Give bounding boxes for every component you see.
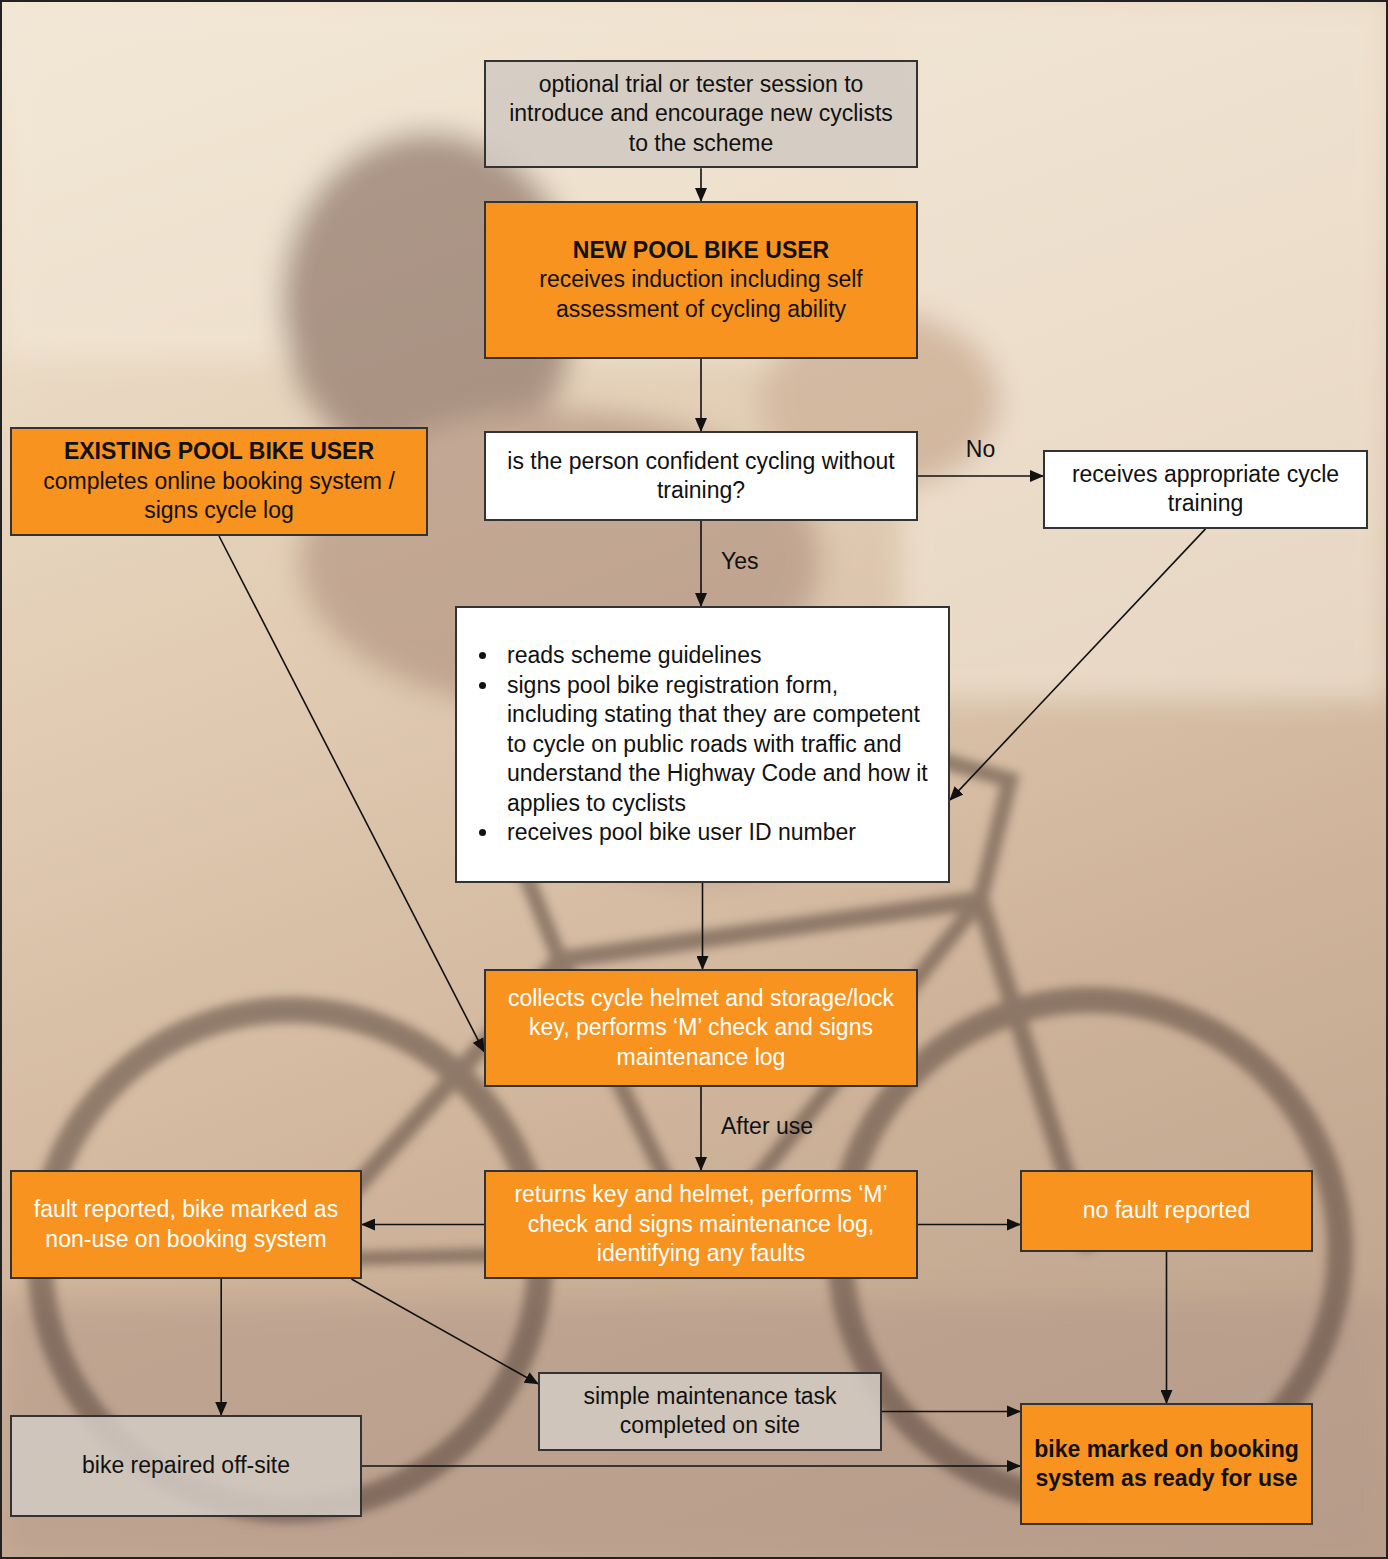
flow-arrow xyxy=(362,1465,1020,1467)
box-text: receives appropriate cycle training xyxy=(1057,460,1354,519)
flow-arrow xyxy=(882,1411,1020,1413)
flow-arrow xyxy=(351,1279,538,1384)
box-text: receives pool bike user ID number xyxy=(507,819,856,845)
process-box: returns key and helmet, performs ‘M’ che… xyxy=(484,1170,918,1279)
bullet-dot xyxy=(479,829,486,836)
process-box: fault reported, bike marked as non-use o… xyxy=(10,1170,362,1279)
flow-arrow xyxy=(918,475,1043,477)
decision-box: is the person confident cycling without … xyxy=(484,431,918,521)
box-text: bike repaired off-site xyxy=(24,1451,348,1480)
flow-arrow xyxy=(1166,1252,1168,1403)
process-box: collects cycle helmet and storage/lock k… xyxy=(484,969,918,1087)
flow-arrow xyxy=(918,1224,1020,1226)
flow-arrow xyxy=(219,536,484,1052)
flow-arrow xyxy=(362,1224,484,1226)
bullet-item: signs pool bike registration form, inclu… xyxy=(473,671,934,818)
box-text: receives induction including self assess… xyxy=(498,265,904,324)
flow-arrow xyxy=(700,1087,702,1170)
box-heading: EXISTING POOL BIKE USER xyxy=(24,437,414,466)
edge-label: No xyxy=(966,436,995,464)
flow-arrow xyxy=(700,359,702,431)
box-text: optional trial or tester session to intr… xyxy=(498,70,904,158)
user-box: NEW POOL BIKE USERreceives induction inc… xyxy=(484,201,918,359)
box-text: signs pool bike registration form, inclu… xyxy=(507,672,928,816)
box-text: simple maintenance task completed on sit… xyxy=(552,1382,868,1441)
process-box: bike repaired off-site xyxy=(10,1415,362,1517)
bullet-dot xyxy=(479,652,486,659)
bullet-item: reads scheme guidelines xyxy=(473,641,934,670)
box-text: is the person confident cycling without … xyxy=(498,447,904,506)
end-box: bike marked on booking system as ready f… xyxy=(1020,1403,1313,1525)
box-heading: NEW POOL BIKE USER xyxy=(498,236,904,265)
edge-label: After use xyxy=(721,1113,813,1141)
steps-box: reads scheme guidelines signs pool bike r… xyxy=(455,606,950,883)
flow-arrow xyxy=(220,1279,222,1415)
box-text: collects cycle helmet and storage/lock k… xyxy=(498,984,904,1072)
box-text: reads scheme guidelines xyxy=(507,642,761,668)
flow-arrow xyxy=(700,521,702,606)
box-text: completes online booking system / signs … xyxy=(24,467,414,526)
process-box: no fault reported xyxy=(1020,1170,1313,1252)
flow-arrow xyxy=(700,168,702,201)
start-box: optional trial or tester session to intr… xyxy=(484,60,918,168)
process-box: simple maintenance task completed on sit… xyxy=(538,1372,882,1451)
flow-arrow xyxy=(950,529,1206,800)
user-box: EXISTING POOL BIKE USERcompletes online … xyxy=(10,427,428,536)
box-text: fault reported, bike marked as non-use o… xyxy=(24,1195,348,1254)
bullet-item: receives pool bike user ID number xyxy=(473,818,934,847)
bullet-dot xyxy=(479,682,486,689)
box-heading: bike marked on booking system as ready f… xyxy=(1034,1435,1299,1494)
box-text: returns key and helmet, performs ‘M’ che… xyxy=(498,1180,904,1268)
flow-arrow xyxy=(702,883,704,969)
edge-label: Yes xyxy=(721,548,759,576)
process-box: receives appropriate cycle training xyxy=(1043,450,1368,529)
box-text: no fault reported xyxy=(1034,1196,1299,1225)
